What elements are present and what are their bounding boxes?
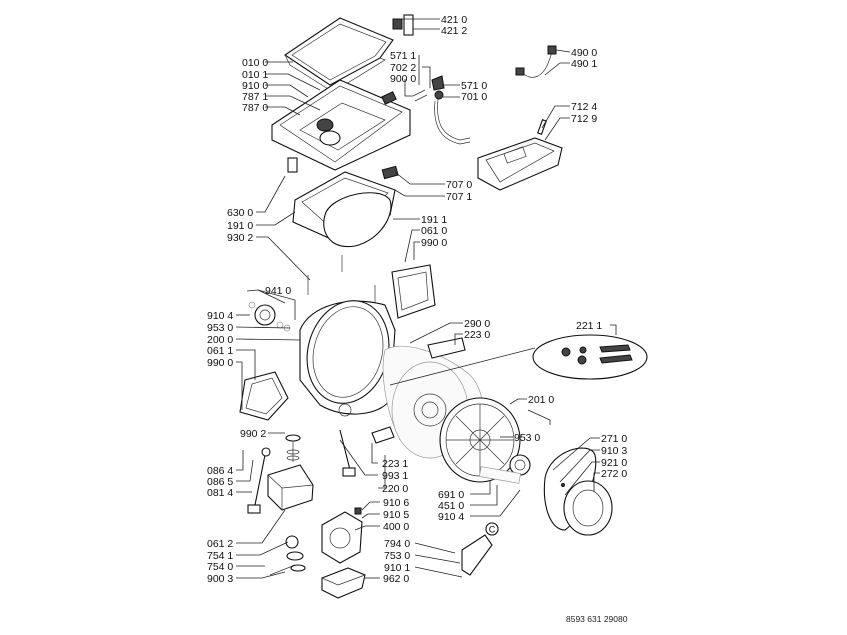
label-290-0: 290 0 (464, 318, 490, 330)
label-061-0: 061 0 (421, 225, 447, 237)
label-220-0: 220 0 (382, 483, 408, 495)
label-571-0: 571 0 (461, 80, 487, 92)
label-191-1: 191 1 (421, 214, 447, 226)
drum-bracket (371, 426, 395, 444)
callout-c-label: C (489, 525, 496, 535)
label-930-2: 930 2 (227, 232, 253, 244)
drain-pump (321, 507, 363, 564)
label-990-0-top: 990 0 (421, 237, 447, 249)
callout-circle (485, 522, 499, 536)
inlet-valve (412, 75, 471, 145)
label-400-0: 400 0 (383, 521, 409, 533)
label-990-2: 990 2 (240, 428, 266, 440)
pulley-left (248, 301, 291, 332)
springs (307, 255, 376, 303)
control-board (477, 119, 563, 191)
small-parts-kit (532, 334, 648, 380)
weight-block (267, 464, 314, 511)
label-787-1: 787 1 (242, 91, 268, 103)
label-953-0-left: 953 0 (207, 322, 233, 334)
diagram-reference-code: 8593 631 29080 (566, 614, 628, 624)
label-910-4-left: 910 4 (207, 310, 233, 322)
label-753-0: 753 0 (384, 550, 410, 562)
label-962-0: 962 0 (383, 573, 409, 585)
part-labels: 421 0 421 2 571 1 702 2 900 0 571 0 701 … (207, 14, 627, 585)
label-421-0: 421 0 (441, 14, 467, 26)
label-191-0: 191 0 (227, 220, 253, 232)
shock-absorber-left (247, 447, 271, 514)
label-910-1: 910 1 (384, 562, 410, 574)
label-200-0: 200 0 (207, 334, 233, 346)
label-941-0: 941 0 (265, 285, 291, 297)
label-272-0: 272 0 (601, 468, 627, 480)
label-910-0: 910 0 (242, 80, 268, 92)
counterweight-top (391, 264, 436, 319)
label-794-0: 794 0 (384, 538, 410, 550)
label-086-4: 086 4 (207, 465, 233, 477)
rear-tub (299, 300, 396, 417)
label-754-0: 754 0 (207, 561, 233, 573)
label-223-0: 223 0 (464, 329, 490, 341)
label-712-4: 712 4 (571, 101, 597, 113)
leader-lines (235, 18, 617, 579)
label-010-1: 010 1 (242, 69, 268, 81)
label-451-0: 451 0 (438, 500, 464, 512)
counterweight-front (239, 371, 289, 421)
float-chamber (285, 434, 301, 462)
heater (479, 466, 521, 484)
label-910-4-right: 910 4 (438, 511, 464, 523)
label-921-0: 921 0 (601, 457, 627, 469)
switch-assembly (392, 14, 414, 36)
label-754-1: 754 1 (207, 550, 233, 562)
label-707-0: 707 0 (446, 179, 472, 191)
label-223-1: 223 1 (382, 458, 408, 470)
label-571-1: 571 1 (390, 50, 416, 62)
label-910-5: 910 5 (383, 509, 409, 521)
label-086-5: 086 5 (207, 476, 233, 488)
label-010-0: 010 0 (242, 57, 268, 69)
label-221-1: 221 1 (576, 320, 602, 332)
label-712-9: 712 9 (571, 113, 597, 125)
label-910-3: 910 3 (601, 445, 627, 457)
label-900-3: 900 3 (207, 573, 233, 585)
drum-paddle (427, 337, 466, 359)
front-tub (439, 397, 521, 483)
label-990-0-left: 990 0 (207, 357, 233, 369)
label-900-0: 900 0 (390, 73, 416, 85)
label-910-6: 910 6 (383, 497, 409, 509)
label-081-4: 081 4 (207, 487, 233, 499)
label-490-1: 490 1 (571, 58, 597, 70)
label-701-0: 701 0 (461, 91, 487, 103)
label-691-0: 691 0 (438, 489, 464, 501)
label-421-2: 421 2 (441, 25, 467, 37)
label-702-2: 702 2 (390, 62, 416, 74)
label-490-0: 490 0 (571, 47, 597, 59)
label-993-1: 993 1 (382, 470, 408, 482)
label-201-0: 201 0 (528, 394, 554, 406)
shock-absorber-right (339, 429, 356, 477)
mains-cable (515, 45, 557, 78)
drain-hose-parts (269, 535, 306, 576)
tub-cover (287, 157, 396, 248)
label-787-0: 787 0 (242, 102, 268, 114)
top-frame (271, 79, 411, 171)
label-061-2: 061 2 (207, 538, 233, 550)
label-061-1: 061 1 (207, 345, 233, 357)
label-630-0: 630 0 (227, 207, 253, 219)
label-707-1: 707 1 (446, 191, 472, 203)
door-lock (381, 165, 399, 180)
label-271-0: 271 0 (601, 433, 627, 445)
label-953-0-right: 953 0 (514, 432, 540, 444)
filter-tray (321, 567, 366, 599)
